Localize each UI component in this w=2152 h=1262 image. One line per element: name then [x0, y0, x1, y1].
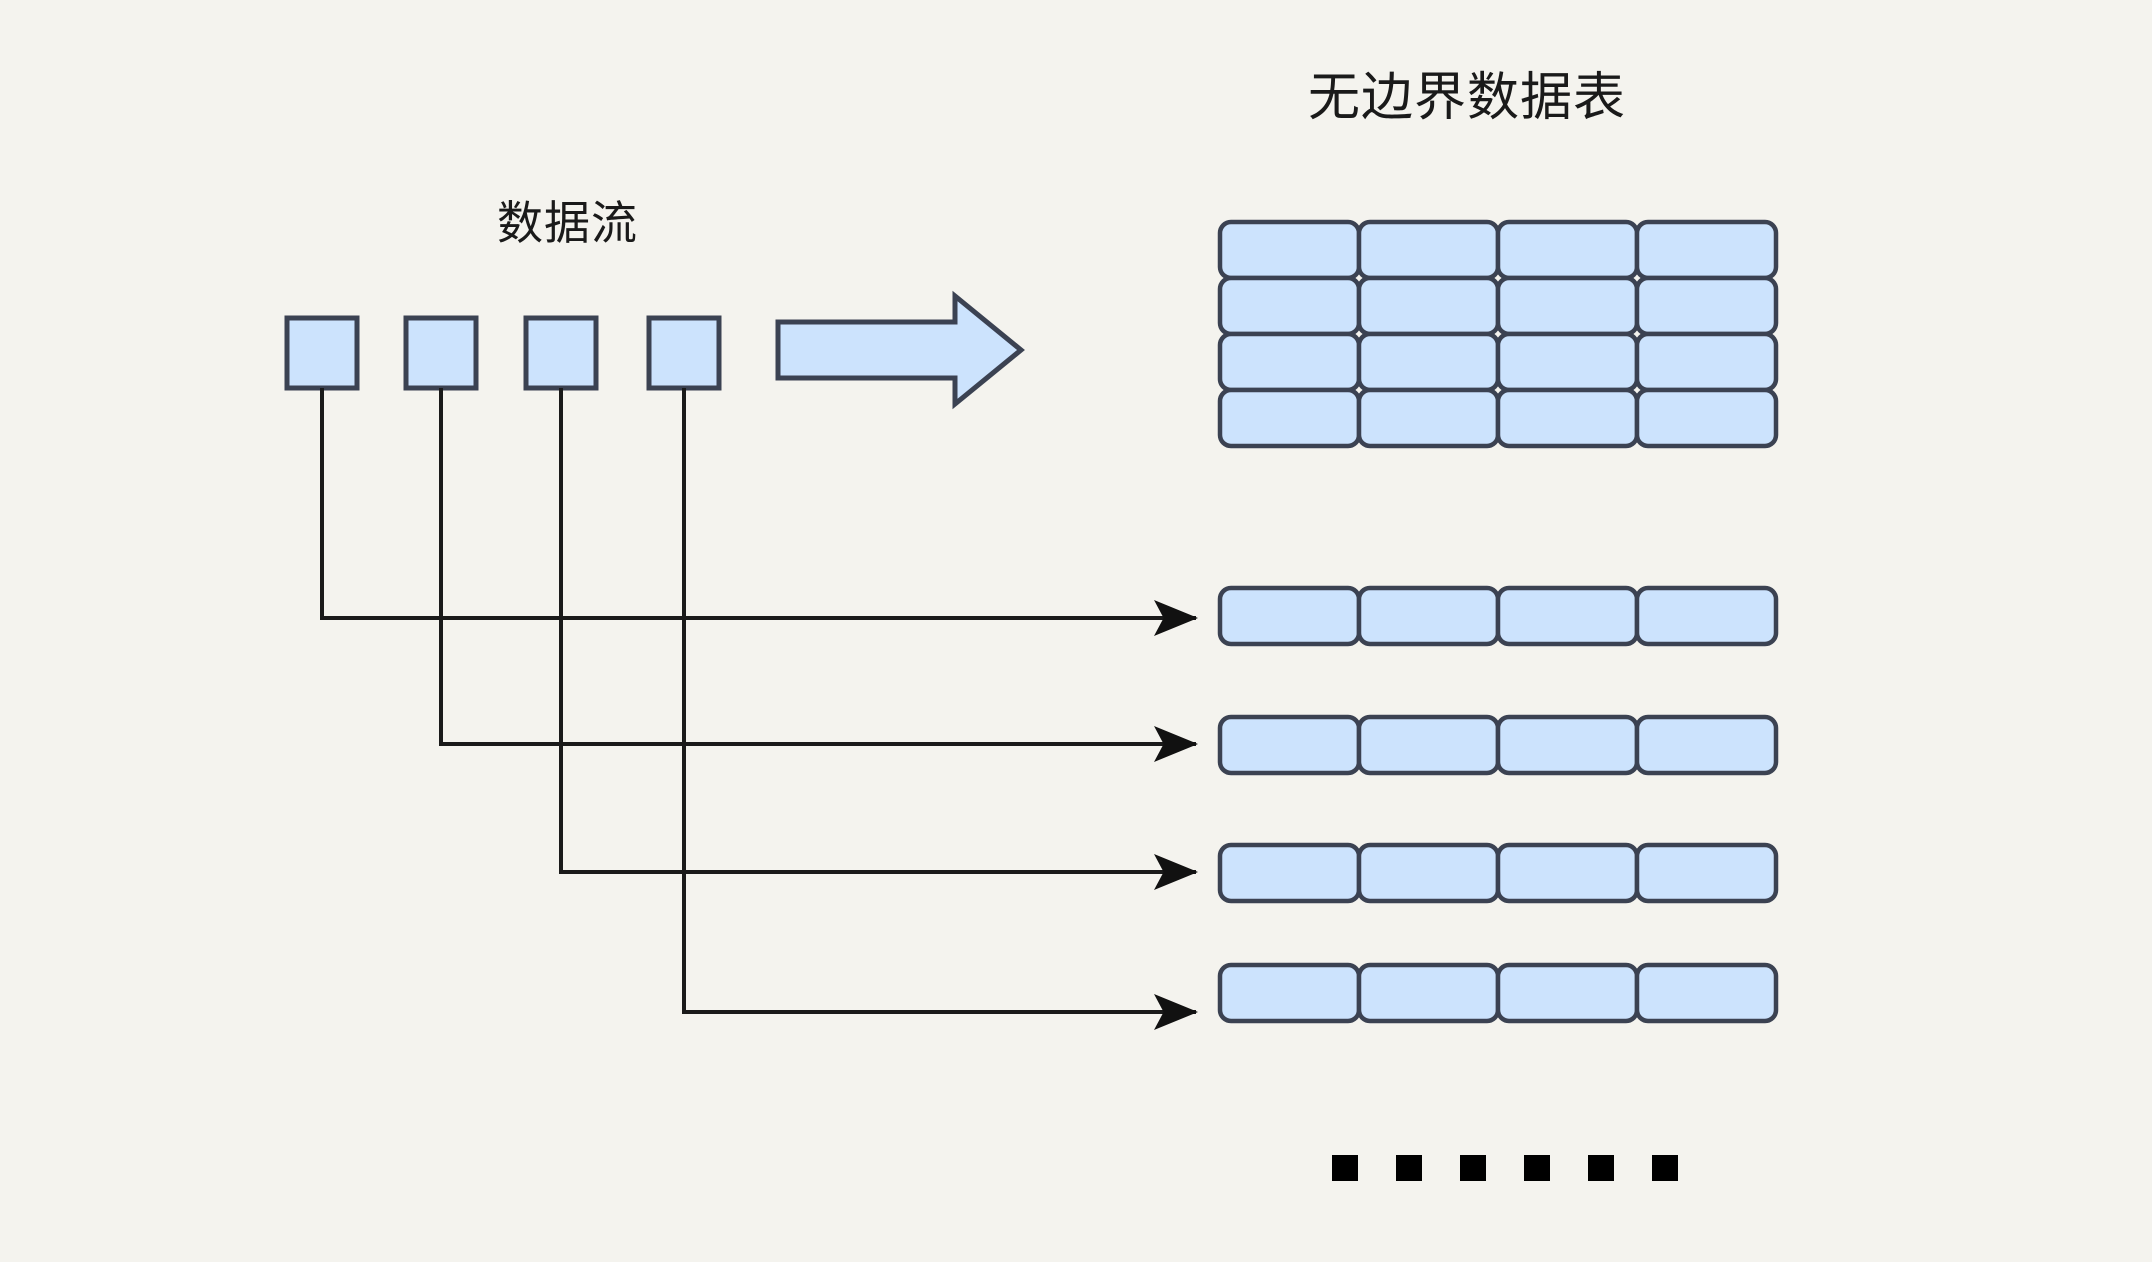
table-cell[interactable]: [1356, 275, 1501, 337]
table-cell[interactable]: [1356, 331, 1501, 393]
table-cell[interactable]: [1495, 962, 1640, 1024]
table-cell[interactable]: [1495, 219, 1640, 281]
table-cell[interactable]: [1217, 331, 1362, 393]
stream-block-4[interactable]: [646, 315, 722, 391]
table-cell[interactable]: [1217, 219, 1362, 281]
table-cell[interactable]: [1634, 275, 1779, 337]
table-cell[interactable]: [1217, 962, 1362, 1024]
table-cell[interactable]: [1356, 585, 1501, 647]
table-cell[interactable]: [1634, 219, 1779, 281]
table-cell[interactable]: [1634, 585, 1779, 647]
table-cell[interactable]: [1495, 331, 1640, 393]
table-cell[interactable]: [1495, 387, 1640, 449]
table-cell[interactable]: [1356, 962, 1501, 1024]
table-cell[interactable]: [1356, 387, 1501, 449]
table-cell[interactable]: [1356, 842, 1501, 904]
appended-row-1: [1217, 585, 1779, 647]
table-cell[interactable]: [1217, 275, 1362, 337]
table-cell[interactable]: [1495, 585, 1640, 647]
table-grid: [1217, 219, 1779, 449]
appended-row-4: [1217, 962, 1779, 1024]
stream-block-2[interactable]: [403, 315, 479, 391]
stream-block-group: [284, 315, 722, 391]
ellipsis-dot: [1396, 1155, 1422, 1181]
ellipsis-dot: [1460, 1155, 1486, 1181]
page-title: 无边界数据表: [1308, 68, 1627, 128]
table-cell[interactable]: [1634, 387, 1779, 449]
table-cell[interactable]: [1217, 714, 1362, 776]
connector-block-4-to-row-4: [682, 388, 1198, 1030]
connector-block-1-to-row-1: [320, 388, 1198, 636]
data-stream-label: 数据流: [497, 196, 638, 250]
ellipsis-dot: [1652, 1155, 1678, 1181]
ellipsis-dots: [1332, 1155, 1678, 1181]
table-cell[interactable]: [1495, 714, 1640, 776]
stream-block-3[interactable]: [523, 315, 599, 391]
stream-block-1[interactable]: [284, 315, 360, 391]
connector-group: [320, 388, 1198, 1030]
table-cell[interactable]: [1634, 962, 1779, 1024]
table-cell[interactable]: [1356, 714, 1501, 776]
flow-arrow-icon: [775, 290, 1025, 410]
ellipsis-dot: [1524, 1155, 1550, 1181]
table-cell[interactable]: [1495, 842, 1640, 904]
table-cell[interactable]: [1217, 842, 1362, 904]
table-cell[interactable]: [1356, 219, 1501, 281]
table-cell[interactable]: [1634, 842, 1779, 904]
table-cell[interactable]: [1634, 331, 1779, 393]
connector-block-2-to-row-2: [439, 388, 1198, 762]
appended-row-3: [1217, 842, 1779, 904]
ellipsis-dot: [1332, 1155, 1358, 1181]
appended-row-2: [1217, 714, 1779, 776]
ellipsis-dot: [1588, 1155, 1614, 1181]
table-cell[interactable]: [1217, 387, 1362, 449]
table-cell[interactable]: [1495, 275, 1640, 337]
table-cell[interactable]: [1634, 714, 1779, 776]
connector-block-3-to-row-3: [559, 388, 1198, 890]
table-cell[interactable]: [1217, 585, 1362, 647]
